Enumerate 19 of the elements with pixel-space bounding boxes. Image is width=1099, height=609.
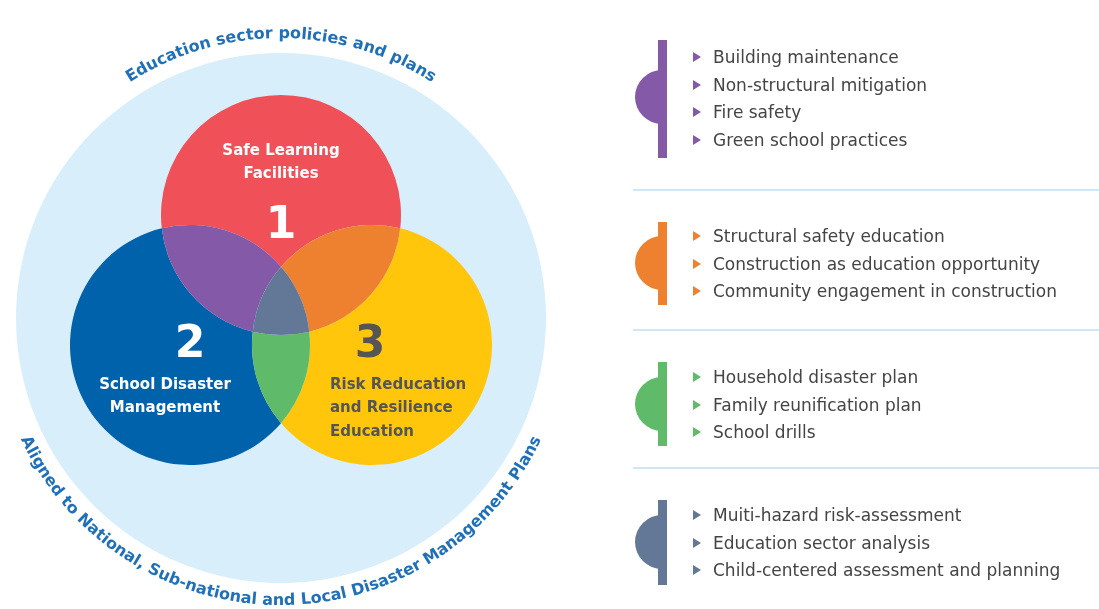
- list-item: Community engagement in construction: [713, 280, 1057, 303]
- circle-heading: Risk Reducation and Resilience Education: [330, 374, 468, 442]
- list-item: Family reunification plan: [713, 393, 922, 416]
- list-item: Household disaster plan: [713, 366, 919, 388]
- list-item: Structural safety education: [713, 225, 945, 247]
- list-item: Non-structural mitigation: [713, 73, 928, 96]
- list-item: Child-centered assessment and planning: [713, 559, 1061, 582]
- list-item: School drills: [713, 421, 816, 444]
- circle-number: 1: [264, 199, 298, 248]
- list-item: Fire safety: [713, 101, 802, 124]
- list-item: Green school practices: [713, 128, 908, 151]
- list-item: Building maintenance: [713, 46, 899, 68]
- list-item: Construction as education opportunity: [713, 252, 1041, 275]
- circle-heading: School Disaster Management: [98, 374, 232, 419]
- circle-heading: Safe Learning Facilities: [221, 140, 341, 185]
- list-item: Muiti-hazard risk-assessment: [713, 504, 962, 526]
- circle-number: 3: [353, 318, 387, 367]
- circle-number: 2: [173, 318, 207, 367]
- list-item: Education sector analysis: [713, 531, 930, 554]
